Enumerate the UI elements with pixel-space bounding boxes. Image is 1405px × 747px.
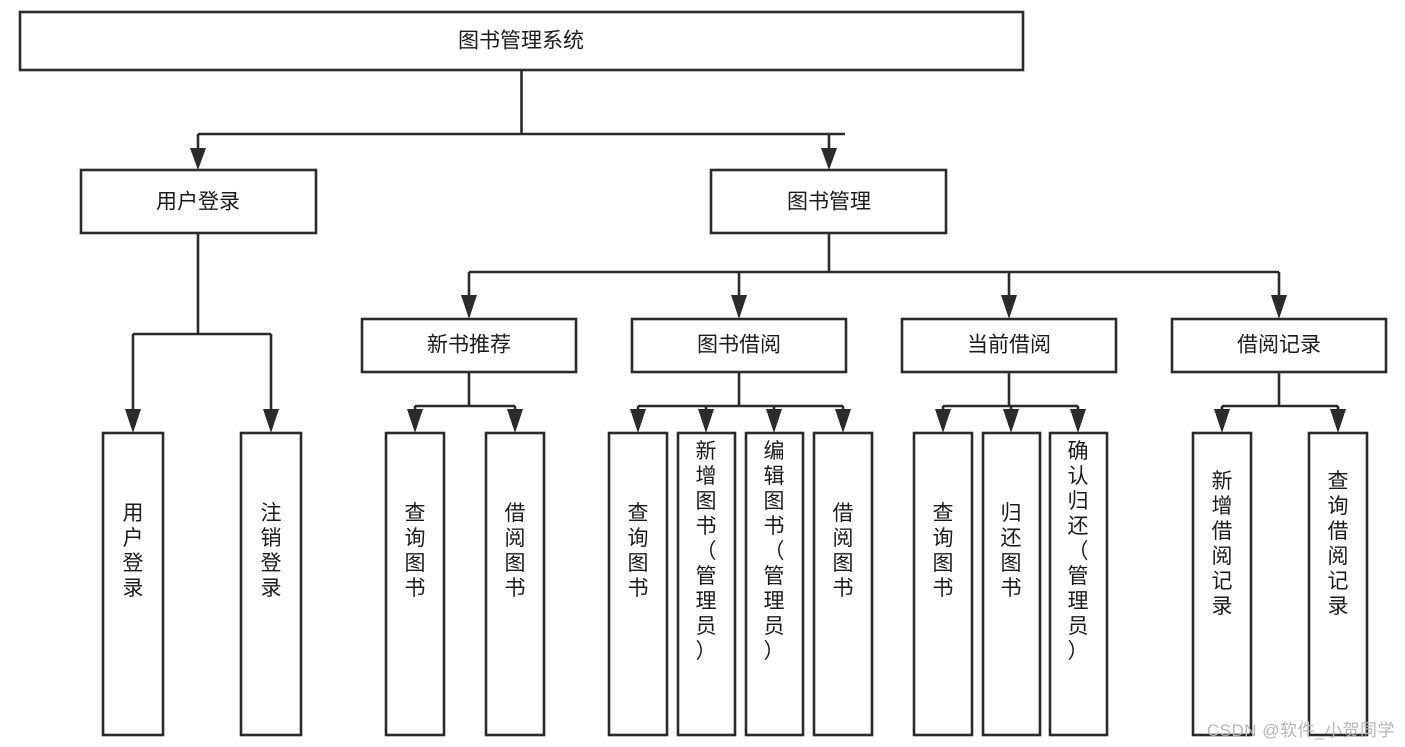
node-book-borrow-box[interactable] [630,317,848,374]
arrow-head-current-borrow [1001,295,1017,319]
node-borrow-record[interactable]: 借阅记录 [1170,317,1388,374]
node-leaf-edit-book[interactable]: 编辑图书（管理员） [744,431,805,737]
node-new-book-recommend-label: 新书推荐 [427,334,511,357]
node-leaf-edit-book-box[interactable] [744,431,805,737]
node-leaf-add-record[interactable]: 新增借阅记录 [1191,431,1253,737]
arrow-head-leaf-add-book [698,409,714,433]
arrow-head-new-book-recommend [461,295,477,319]
node-leaf-add-book-label: 新增图书（管理员） [696,440,717,663]
node-current-borrow[interactable]: 当前借阅 [900,317,1118,374]
node-leaf-borrow-book-1-box[interactable] [484,431,546,737]
node-leaf-query-book-3-label: 查询图书 [933,502,954,600]
node-leaf-query-book-3[interactable]: 查询图书 [912,431,974,737]
node-borrow-record-box[interactable] [1170,317,1388,374]
arrow-head-leaf-user-login [125,409,141,433]
connector-group-book-borrow [630,372,851,433]
arrow-head-leaf-query-book-3 [935,409,951,433]
node-leaf-logout-login[interactable]: 注销登录 [239,431,303,737]
node-user-login[interactable]: 用户登录 [79,168,318,235]
node-leaf-add-book[interactable]: 新增图书（管理员） [676,431,737,737]
arrow-head-leaf-return-book [1003,409,1019,433]
arrow-head-leaf-add-record [1214,409,1230,433]
arrow-head-leaf-borrow-book-1 [507,409,523,433]
arrow-head-leaf-query-book-2 [630,409,646,433]
node-leaf-confirm-return[interactable]: 确认归还（管理员） [1048,431,1109,737]
node-leaf-query-book-2-box[interactable] [607,431,669,737]
arrow-head-book-borrow [731,295,747,319]
node-leaf-user-login-box[interactable] [101,431,165,737]
node-leaf-borrow-book-2-label: 借阅图书 [833,502,854,600]
node-leaf-query-record-label: 查询借阅记录 [1328,470,1349,618]
node-new-book-recommend[interactable]: 新书推荐 [360,317,578,374]
arrow-head-leaf-query-record [1330,409,1346,433]
node-leaf-query-record[interactable]: 查询借阅记录 [1307,431,1369,737]
node-root-box[interactable] [18,10,1025,72]
node-leaf-query-book-1[interactable]: 查询图书 [384,431,446,737]
arrow-head-leaf-logout-login [263,409,279,433]
node-leaf-confirm-return-label: 确认归还（管理员） [1068,440,1089,663]
node-leaf-borrow-book-1-label: 借阅图书 [505,502,526,600]
node-leaf-borrow-book-2[interactable]: 借阅图书 [812,431,874,737]
node-leaf-return-book-label: 归还图书 [1001,502,1022,600]
node-book-manage-label: 图书管理 [787,191,871,214]
connector-group-root [190,70,845,170]
arrow-head-borrow-record [1271,295,1287,319]
node-leaf-query-book-1-box[interactable] [384,431,446,737]
node-leaf-edit-book-label: 编辑图书（管理员） [764,440,785,663]
arrow-head-leaf-edit-book [766,409,782,433]
node-leaf-add-record-label: 新增借阅记录 [1212,470,1233,618]
node-leaf-query-book-1-label: 查询图书 [405,502,426,600]
node-leaf-return-book[interactable]: 归还图书 [981,431,1042,737]
node-book-manage-box[interactable] [709,168,948,235]
node-leaf-logout-login-box[interactable] [239,431,303,737]
connector-group-user-login [125,233,279,433]
node-leaf-borrow-book-1[interactable]: 借阅图书 [484,431,546,737]
connector-group-current-borrow [935,372,1086,433]
arrow-head-user-login [190,148,206,170]
node-leaf-query-book-2-label: 查询图书 [628,502,649,600]
node-book-borrow[interactable]: 图书借阅 [630,317,848,374]
arrow-head-leaf-borrow-book-2 [835,409,851,433]
node-user-login-label: 用户登录 [156,191,240,214]
node-leaf-query-book-2[interactable]: 查询图书 [607,431,669,737]
node-current-borrow-box[interactable] [900,317,1118,374]
node-current-borrow-label: 当前借阅 [967,334,1051,357]
node-leaf-return-book-box[interactable] [981,431,1042,737]
node-leaf-user-login[interactable]: 用户登录 [101,431,165,737]
node-leaf-logout-login-label: 注销登录 [261,502,282,600]
node-leaf-add-book-box[interactable] [676,431,737,737]
node-borrow-record-label: 借阅记录 [1237,334,1321,357]
node-leaf-add-record-box[interactable] [1191,431,1253,737]
node-leaf-user-login-label: 用户登录 [123,502,144,600]
arrow-head-leaf-confirm-return [1070,409,1086,433]
node-leaf-query-record-box[interactable] [1307,431,1369,737]
node-book-manage[interactable]: 图书管理 [709,168,948,235]
arrow-head-leaf-query-book-1 [407,409,423,433]
connector-group-book-manage [461,233,1287,319]
connector-group-borrow-record [1214,372,1346,433]
node-leaf-borrow-book-2-box[interactable] [812,431,874,737]
node-book-borrow-label: 图书借阅 [697,334,781,357]
node-leaf-confirm-return-box[interactable] [1048,431,1109,737]
connector-group-new-book-recommend [407,372,523,433]
node-root-label: 图书管理系统 [458,30,584,53]
node-new-book-recommend-box[interactable] [360,317,578,374]
node-leaf-query-book-3-box[interactable] [912,431,974,737]
node-root[interactable]: 图书管理系统 [18,10,1025,72]
node-user-login-box[interactable] [79,168,318,235]
arrow-head-book-manage [821,148,837,170]
